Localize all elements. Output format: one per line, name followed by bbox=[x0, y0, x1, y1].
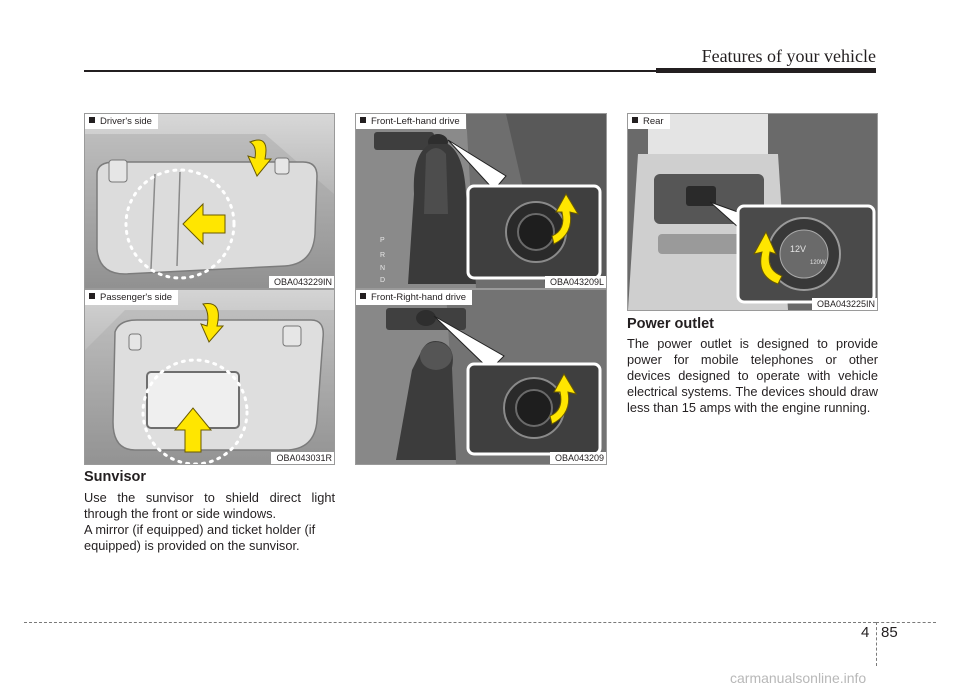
front-left-label: Front-Left-hand drive bbox=[356, 114, 466, 129]
front-right-label: Front-Right-hand drive bbox=[356, 290, 473, 305]
gear-letter: N bbox=[380, 265, 385, 272]
passengers-side-label: Passenger's side bbox=[85, 290, 179, 305]
power-outlet-paragraph: The power outlet is designed to provide … bbox=[627, 336, 878, 415]
outlet-rating-text: 120W bbox=[810, 260, 826, 266]
sunvisor-heading: Sunvisor bbox=[84, 469, 147, 485]
passengers-side-code: OBA043031R bbox=[271, 452, 334, 464]
sunvisor-paragraph-1: Use the sunvisor to shield direct light … bbox=[84, 490, 335, 521]
front-left-outlet-illustration: P R N D bbox=[356, 114, 606, 288]
front-right-code: OBA043209 bbox=[549, 452, 606, 464]
page-header-title: Features of your vehicle bbox=[701, 46, 876, 66]
passengers-side-sunvisor-illustration bbox=[85, 290, 334, 464]
front-left-code: OBA043209L bbox=[544, 276, 606, 288]
power-outlet-heading: Power outlet bbox=[627, 316, 715, 332]
footer-rule-left bbox=[24, 622, 876, 623]
gear-letter: R bbox=[380, 252, 385, 259]
figure-rear: 12V 120W Rear OBA043225IN bbox=[627, 113, 878, 311]
figure-front-right-drive: Front-Right-hand drive OBA043209 bbox=[355, 289, 607, 465]
rear-label: Rear bbox=[628, 114, 670, 129]
page-chapter-number: 4 bbox=[861, 624, 870, 641]
gear-letter: D bbox=[380, 277, 385, 284]
rear-outlet-illustration: 12V 120W bbox=[628, 114, 877, 310]
gear-letter: P bbox=[380, 237, 385, 244]
drivers-side-code: OBA043229IN bbox=[268, 276, 334, 288]
header-rule bbox=[84, 70, 656, 72]
outlet-voltage-text: 12V bbox=[790, 244, 806, 254]
sunvisor-paragraph-2: A mirror (if equipped) and ticket holder… bbox=[84, 522, 316, 553]
drivers-side-sunvisor-illustration bbox=[85, 114, 334, 288]
figure-drivers-side: Driver's side OBA043229IN bbox=[84, 113, 335, 289]
page-number: 85 bbox=[881, 624, 898, 641]
watermark-text: carmanualsonline.info bbox=[730, 670, 867, 686]
footer-divider bbox=[876, 622, 877, 666]
header-rule-accent bbox=[656, 68, 876, 73]
gear-letters: P R N D bbox=[380, 237, 385, 284]
drivers-side-label: Driver's side bbox=[85, 114, 158, 129]
footer-rule-right bbox=[876, 622, 936, 623]
rear-code: OBA043225IN bbox=[811, 298, 877, 310]
front-right-outlet-illustration bbox=[356, 290, 606, 464]
figure-front-left-drive: P R N D Front-Left-hand drive OBA043209L bbox=[355, 113, 607, 289]
figure-passengers-side: Passenger's side OBA043031R bbox=[84, 289, 335, 465]
